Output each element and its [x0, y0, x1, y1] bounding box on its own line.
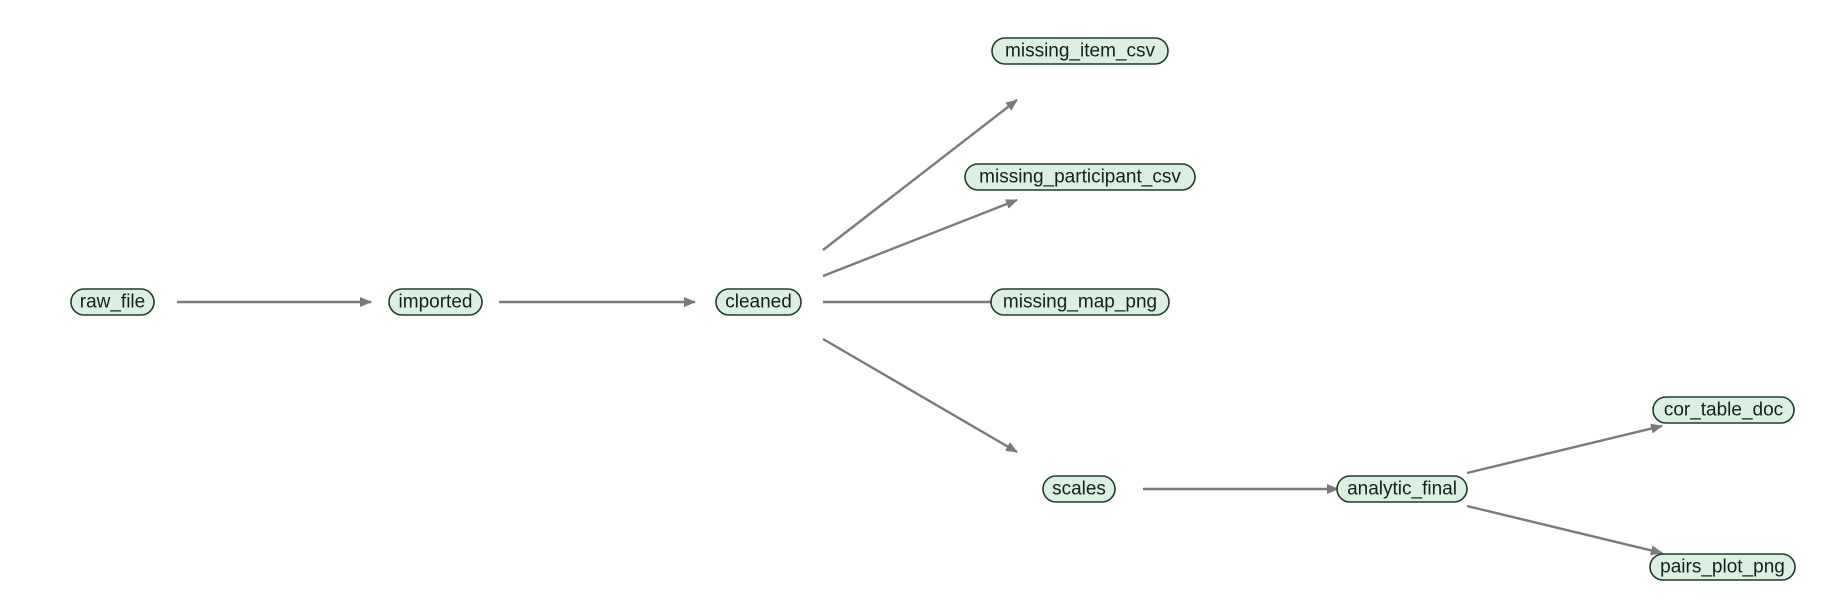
node-raw_file: raw_file	[70, 288, 155, 316]
node-label-cleaned: cleaned	[725, 292, 792, 313]
edges	[177, 99, 1663, 556]
node-missing_item_csv: missing_item_csv	[991, 37, 1169, 65]
node-label-analytic_final: analytic_final	[1347, 479, 1457, 500]
edge-cleaned-missing_participant_csv	[822, 198, 1018, 278]
node-cor_table_doc: cor_table_doc	[1652, 396, 1795, 424]
node-label-missing_item_csv: missing_item_csv	[1005, 41, 1155, 62]
edge-cleaned-missing_item_csv	[822, 99, 1018, 251]
edge-cleaned-scales	[822, 337, 1018, 454]
node-label-pairs_plot_png: pairs_plot_png	[1660, 557, 1785, 578]
node-label-cor_table_doc: cor_table_doc	[1664, 400, 1783, 421]
node-label-imported: imported	[399, 292, 473, 313]
edge-analytic_final-pairs_plot_png	[1466, 504, 1663, 556]
edge-analytic_final-cor_table_doc	[1466, 423, 1663, 475]
node-imported: imported	[388, 288, 483, 316]
node-label-scales: scales	[1052, 479, 1106, 500]
node-label-missing_map_png: missing_map_png	[1003, 292, 1157, 313]
node-label-missing_participant_csv: missing_participant_csv	[979, 167, 1181, 188]
nodes: raw_file imported cleaned missing_item_c…	[70, 37, 1796, 581]
node-pairs_plot_png: pairs_plot_png	[1649, 553, 1796, 581]
node-label-raw_file: raw_file	[80, 292, 145, 313]
node-analytic_final: analytic_final	[1336, 475, 1468, 503]
node-missing_map_png: missing_map_png	[990, 288, 1170, 316]
node-scales: scales	[1042, 475, 1116, 503]
node-missing_participant_csv: missing_participant_csv	[964, 163, 1196, 191]
node-cleaned: cleaned	[715, 288, 802, 316]
